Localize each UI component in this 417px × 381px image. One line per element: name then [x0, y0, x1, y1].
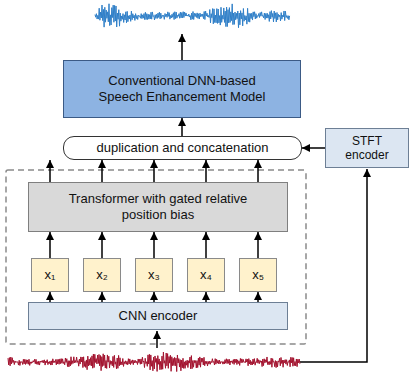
box-label: Conventional DNN-based Speech Enhancemen…	[97, 73, 267, 104]
connector-arrow	[257, 292, 259, 302]
connector-arrow	[205, 232, 207, 258]
input-arrow	[156, 331, 158, 348]
connector-arrow	[257, 160, 259, 182]
box-label: CNN encoder	[119, 308, 198, 324]
connector-arrow	[205, 292, 207, 302]
connector-arrow	[49, 292, 51, 302]
connector-arrow	[302, 147, 325, 149]
output-arrow	[181, 34, 183, 60]
connector-arrow	[101, 160, 103, 182]
input-wire	[300, 169, 367, 362]
feature-box: x₃	[135, 258, 173, 292]
box-label: x₁	[45, 267, 56, 283]
process-box: duplication and concatenation	[63, 136, 302, 160]
box-label: x₃	[148, 267, 160, 283]
feature-box: x₄	[187, 258, 225, 292]
box-label: duplication and concatenation	[96, 140, 268, 156]
noisy-waveform	[8, 352, 300, 372]
box-label: x₂	[96, 267, 108, 283]
box-label: STFT encoder	[337, 134, 397, 163]
clean-waveform	[95, 4, 290, 28]
feature-box: x₂	[83, 258, 121, 292]
connector-arrow	[49, 160, 51, 182]
connector-arrow	[153, 292, 155, 302]
connector-arrow	[153, 160, 155, 182]
connector-arrow	[101, 292, 103, 302]
transformer-box: Transformer with gated relative position…	[28, 182, 288, 232]
box-label: x₅	[252, 267, 264, 283]
connector-arrow	[153, 232, 155, 258]
group-outline	[6, 170, 306, 344]
feature-box: x₅	[239, 258, 277, 292]
box-label: x₄	[200, 267, 212, 283]
connector-arrow	[181, 118, 183, 136]
model-box: Conventional DNN-based Speech Enhancemen…	[63, 60, 301, 118]
connector-arrow	[257, 232, 259, 258]
feature-box: x₁	[31, 258, 69, 292]
encoder-box: CNN encoder	[28, 302, 288, 330]
connector-arrow	[49, 232, 51, 258]
connector-arrow	[205, 160, 207, 182]
connector-arrow	[101, 232, 103, 258]
box-label: Transformer with gated relative position…	[53, 191, 263, 222]
encoder-box: STFT encoder	[325, 128, 409, 168]
